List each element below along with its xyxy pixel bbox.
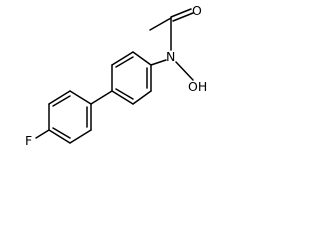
bond-carbon-fluorine: [35, 129, 50, 139]
bond-ring2-1: [69, 90, 92, 105]
bond-ring1-4: [111, 90, 134, 105]
bond-ring1-5: [132, 90, 152, 105]
bond-ring2-2: [48, 90, 71, 105]
bond-carbonyl-double-b: [172, 12, 194, 22]
bond-ring1-inner-2: [115, 88, 134, 100]
nitrogen-label: N: [166, 49, 175, 64]
oxygen-carbonyl-label: O: [192, 3, 202, 18]
fluorine-label: F: [25, 133, 32, 148]
bond-ring1-1: [132, 51, 152, 66]
bond-carbonyl-double-a: [170, 8, 192, 18]
bond-nitrogen-aryl: [150, 59, 167, 66]
bond-ring2-inner-2: [52, 127, 71, 139]
bond-ring2-4: [48, 129, 71, 144]
hydroxyl-label: OH: [188, 79, 207, 94]
bond-ring2-5: [69, 129, 92, 144]
structure-diagram: O N OH F: [0, 0, 236, 160]
bond-ring2-inner-1: [52, 95, 71, 107]
molecule-drawing: O N OH F: [25, 3, 207, 148]
bond-biaryl: [90, 90, 113, 105]
bond-nitrogen-oxygen: [175, 61, 194, 81]
bond-methyl-carbonyl: [149, 17, 172, 31]
bond-ring1-2: [111, 51, 134, 66]
bond-ring1-inner-1: [115, 56, 134, 68]
